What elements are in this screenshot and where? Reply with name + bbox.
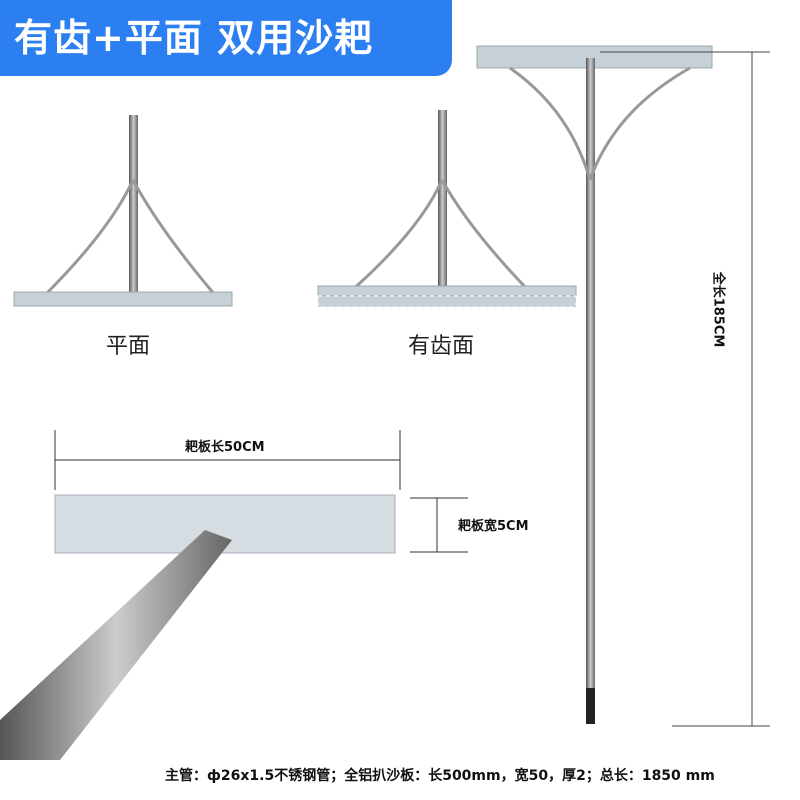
- spec-text: 主管：ф26x1.5不锈钢管；全铝扒沙板：长500mm，宽50，厚2；总长：18…: [165, 768, 715, 784]
- total-length-label: 全长185CM: [710, 271, 726, 348]
- flat-rake-image: [13, 115, 233, 307]
- toothed-label: 有齿面: [408, 334, 475, 359]
- board-length-label: 耙板长50CM: [185, 440, 265, 455]
- rake-closeup-image: [0, 430, 468, 760]
- toothed-rake-image: [317, 110, 577, 308]
- full-rake-image: [476, 45, 770, 727]
- board-width-label: 耙板宽5CM: [458, 519, 529, 534]
- flat-label: 平面: [106, 334, 151, 359]
- title-banner: 有齿+平面 双用沙耙: [0, 0, 452, 76]
